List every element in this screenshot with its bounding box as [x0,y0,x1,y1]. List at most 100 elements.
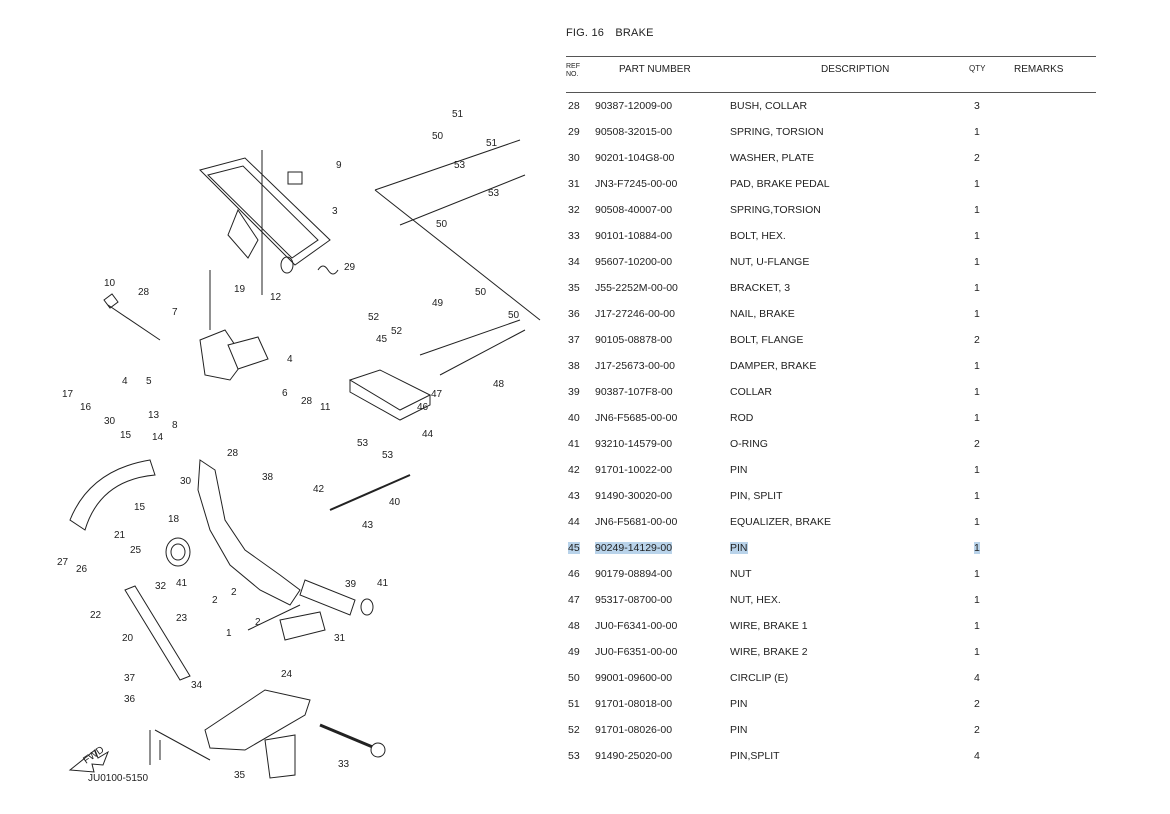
qty-cell: 2 [974,152,980,164]
part-number-cell: 90387-12009-00 [595,100,673,112]
part-number-cell: 90105-08878-00 [595,334,673,346]
part-number-cell: JU0-F6341-00-00 [595,620,678,632]
callout: 15 [134,502,146,513]
part-number-cell: JN6-F5685-00-00 [595,412,678,424]
qty-cell: 1 [974,178,980,190]
description-cell: PIN [730,724,748,736]
qty-cell: 1 [974,568,980,580]
callout: 48 [493,379,505,390]
ref-cell: 31 [568,178,580,190]
qty-cell: 1 [974,230,980,242]
callout: 7 [172,307,178,318]
ref-cell: 37 [568,334,580,346]
part-number-cell: 93210-14579-00 [595,438,673,450]
callout: 4 [287,354,293,365]
callout: 18 [168,514,180,525]
callout: 16 [80,402,92,413]
part-number-cell: 91490-25020-00 [595,750,673,762]
callout: 50 [475,287,487,298]
ref-cell: 46 [568,568,580,580]
description-cell: NUT [730,568,752,580]
callout: 53 [357,438,369,449]
qty-cell: 1 [974,646,980,658]
header-description: DESCRIPTION [821,64,890,75]
header-part-number: PART NUMBER [619,64,691,75]
callout: 4 [122,376,128,387]
description-cell: PIN, SPLIT [730,490,783,502]
qty-cell: 3 [974,100,980,112]
part-number-cell: 90179-08894-00 [595,568,673,580]
ref-cell: 41 [568,438,580,450]
part-number-cell: 91701-08026-00 [595,724,673,736]
callout: 53 [454,160,466,171]
callout: 27 [57,557,69,568]
part-number-cell: 90101-10884-00 [595,230,673,242]
callout: 29 [344,262,356,273]
callout: 8 [172,420,178,431]
figure-title: FIG. 16 BRAKE [566,27,662,39]
callout: 43 [362,520,374,531]
ref-cell: 42 [568,464,580,476]
header-ref-no: REF NO. [566,63,580,78]
description-cell: BOLT, FLANGE [730,334,804,346]
callout: 53 [382,450,394,461]
callout: 12 [270,292,282,303]
callout: 37 [124,673,136,684]
callout: 13 [148,410,160,421]
part-number-cell: J17-25673-00-00 [595,360,675,372]
qty-cell: 2 [974,438,980,450]
callout: 30 [180,476,192,487]
callout: 28 [227,448,239,459]
qty-cell: 1 [974,126,980,138]
qty-cell: 1 [974,542,980,554]
callout: 26 [76,564,88,575]
callout: 36 [124,694,136,705]
description-cell: EQUALIZER, BRAKE [730,516,831,528]
qty-cell: 1 [974,412,980,424]
description-cell: PAD, BRAKE PEDAL [730,178,830,190]
callout: 52 [368,312,380,323]
table-header-rule [566,92,1096,93]
qty-cell: 2 [974,334,980,346]
ref-cell: 51 [568,698,580,710]
figure-name: BRAKE [615,27,654,39]
part-number-cell: 90387-107F8-00 [595,386,673,398]
callout: 19 [234,284,246,295]
ref-cell: 44 [568,516,580,528]
ref-cell: 35 [568,282,580,294]
callout: 41 [377,578,389,589]
ref-cell: 45 [568,542,580,554]
part-number-cell: JN3-F7245-00-00 [595,178,678,190]
ref-cell: 30 [568,152,580,164]
description-cell: O-RING [730,438,768,450]
qty-cell: 4 [974,672,980,684]
table-top-rule [566,56,1096,57]
callout: 35 [234,770,246,781]
qty-cell: 1 [974,360,980,372]
ref-cell: 34 [568,256,580,268]
callout: 1 [226,628,232,639]
callout: 24 [281,669,293,680]
ref-cell: 36 [568,308,580,320]
description-cell: CIRCLIP (E) [730,672,789,684]
description-cell: DAMPER, BRAKE [730,360,817,372]
callout: 47 [431,389,443,400]
figure-label: FIG. 16 [566,27,605,39]
qty-cell: 1 [974,464,980,476]
part-number-cell: J17-27246-00-00 [595,308,675,320]
